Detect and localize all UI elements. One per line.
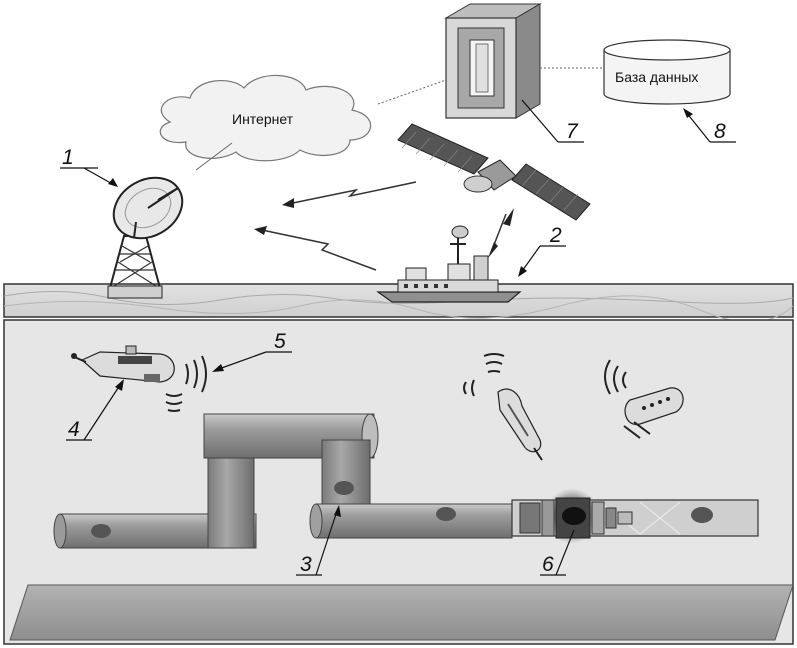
rov-signal-icon bbox=[604, 359, 627, 395]
label-7-text: 7 bbox=[566, 120, 579, 143]
label-4-text: 4 bbox=[68, 418, 80, 441]
label-3: 3 bbox=[296, 505, 341, 576]
underwater-vehicle bbox=[463, 353, 543, 461]
auv-signal-down-icon bbox=[165, 393, 183, 412]
label-4: 4 bbox=[66, 379, 124, 441]
signal-ship-to-satellite bbox=[488, 208, 514, 258]
signal-satellite-to-antenna bbox=[282, 181, 417, 208]
label-8: 8 bbox=[683, 108, 736, 143]
seabed bbox=[9, 584, 794, 641]
label-8-text: 8 bbox=[714, 120, 726, 143]
label-7: 7 bbox=[521, 99, 584, 143]
pipe-robot bbox=[519, 488, 633, 544]
satellite bbox=[397, 123, 591, 221]
ship bbox=[376, 225, 522, 303]
database: База данных bbox=[603, 39, 731, 105]
label-1-text: 1 bbox=[62, 146, 74, 169]
internet-label: Интернет bbox=[232, 111, 294, 127]
label-6: 6 bbox=[540, 529, 575, 576]
vehicle-signal-icon bbox=[463, 353, 505, 397]
signal-ship-to-antenna bbox=[254, 226, 377, 271]
label-1: 1 bbox=[60, 146, 118, 187]
auv-signal-icon bbox=[185, 355, 207, 393]
label-3-text: 3 bbox=[300, 553, 312, 576]
rov bbox=[604, 359, 684, 439]
auv bbox=[71, 345, 207, 412]
internet-link-line bbox=[195, 142, 233, 171]
server bbox=[444, 3, 542, 119]
database-label: База данных bbox=[615, 69, 698, 85]
label-5: 5 bbox=[212, 330, 292, 372]
antenna-tower bbox=[107, 176, 184, 299]
label-2: 2 bbox=[518, 224, 566, 277]
internet-cloud: Интернет bbox=[159, 74, 372, 162]
server-internet-line bbox=[377, 79, 447, 105]
label-5-text: 5 bbox=[274, 330, 286, 353]
label-6-text: 6 bbox=[542, 553, 554, 576]
label-2-text: 2 bbox=[549, 224, 562, 247]
